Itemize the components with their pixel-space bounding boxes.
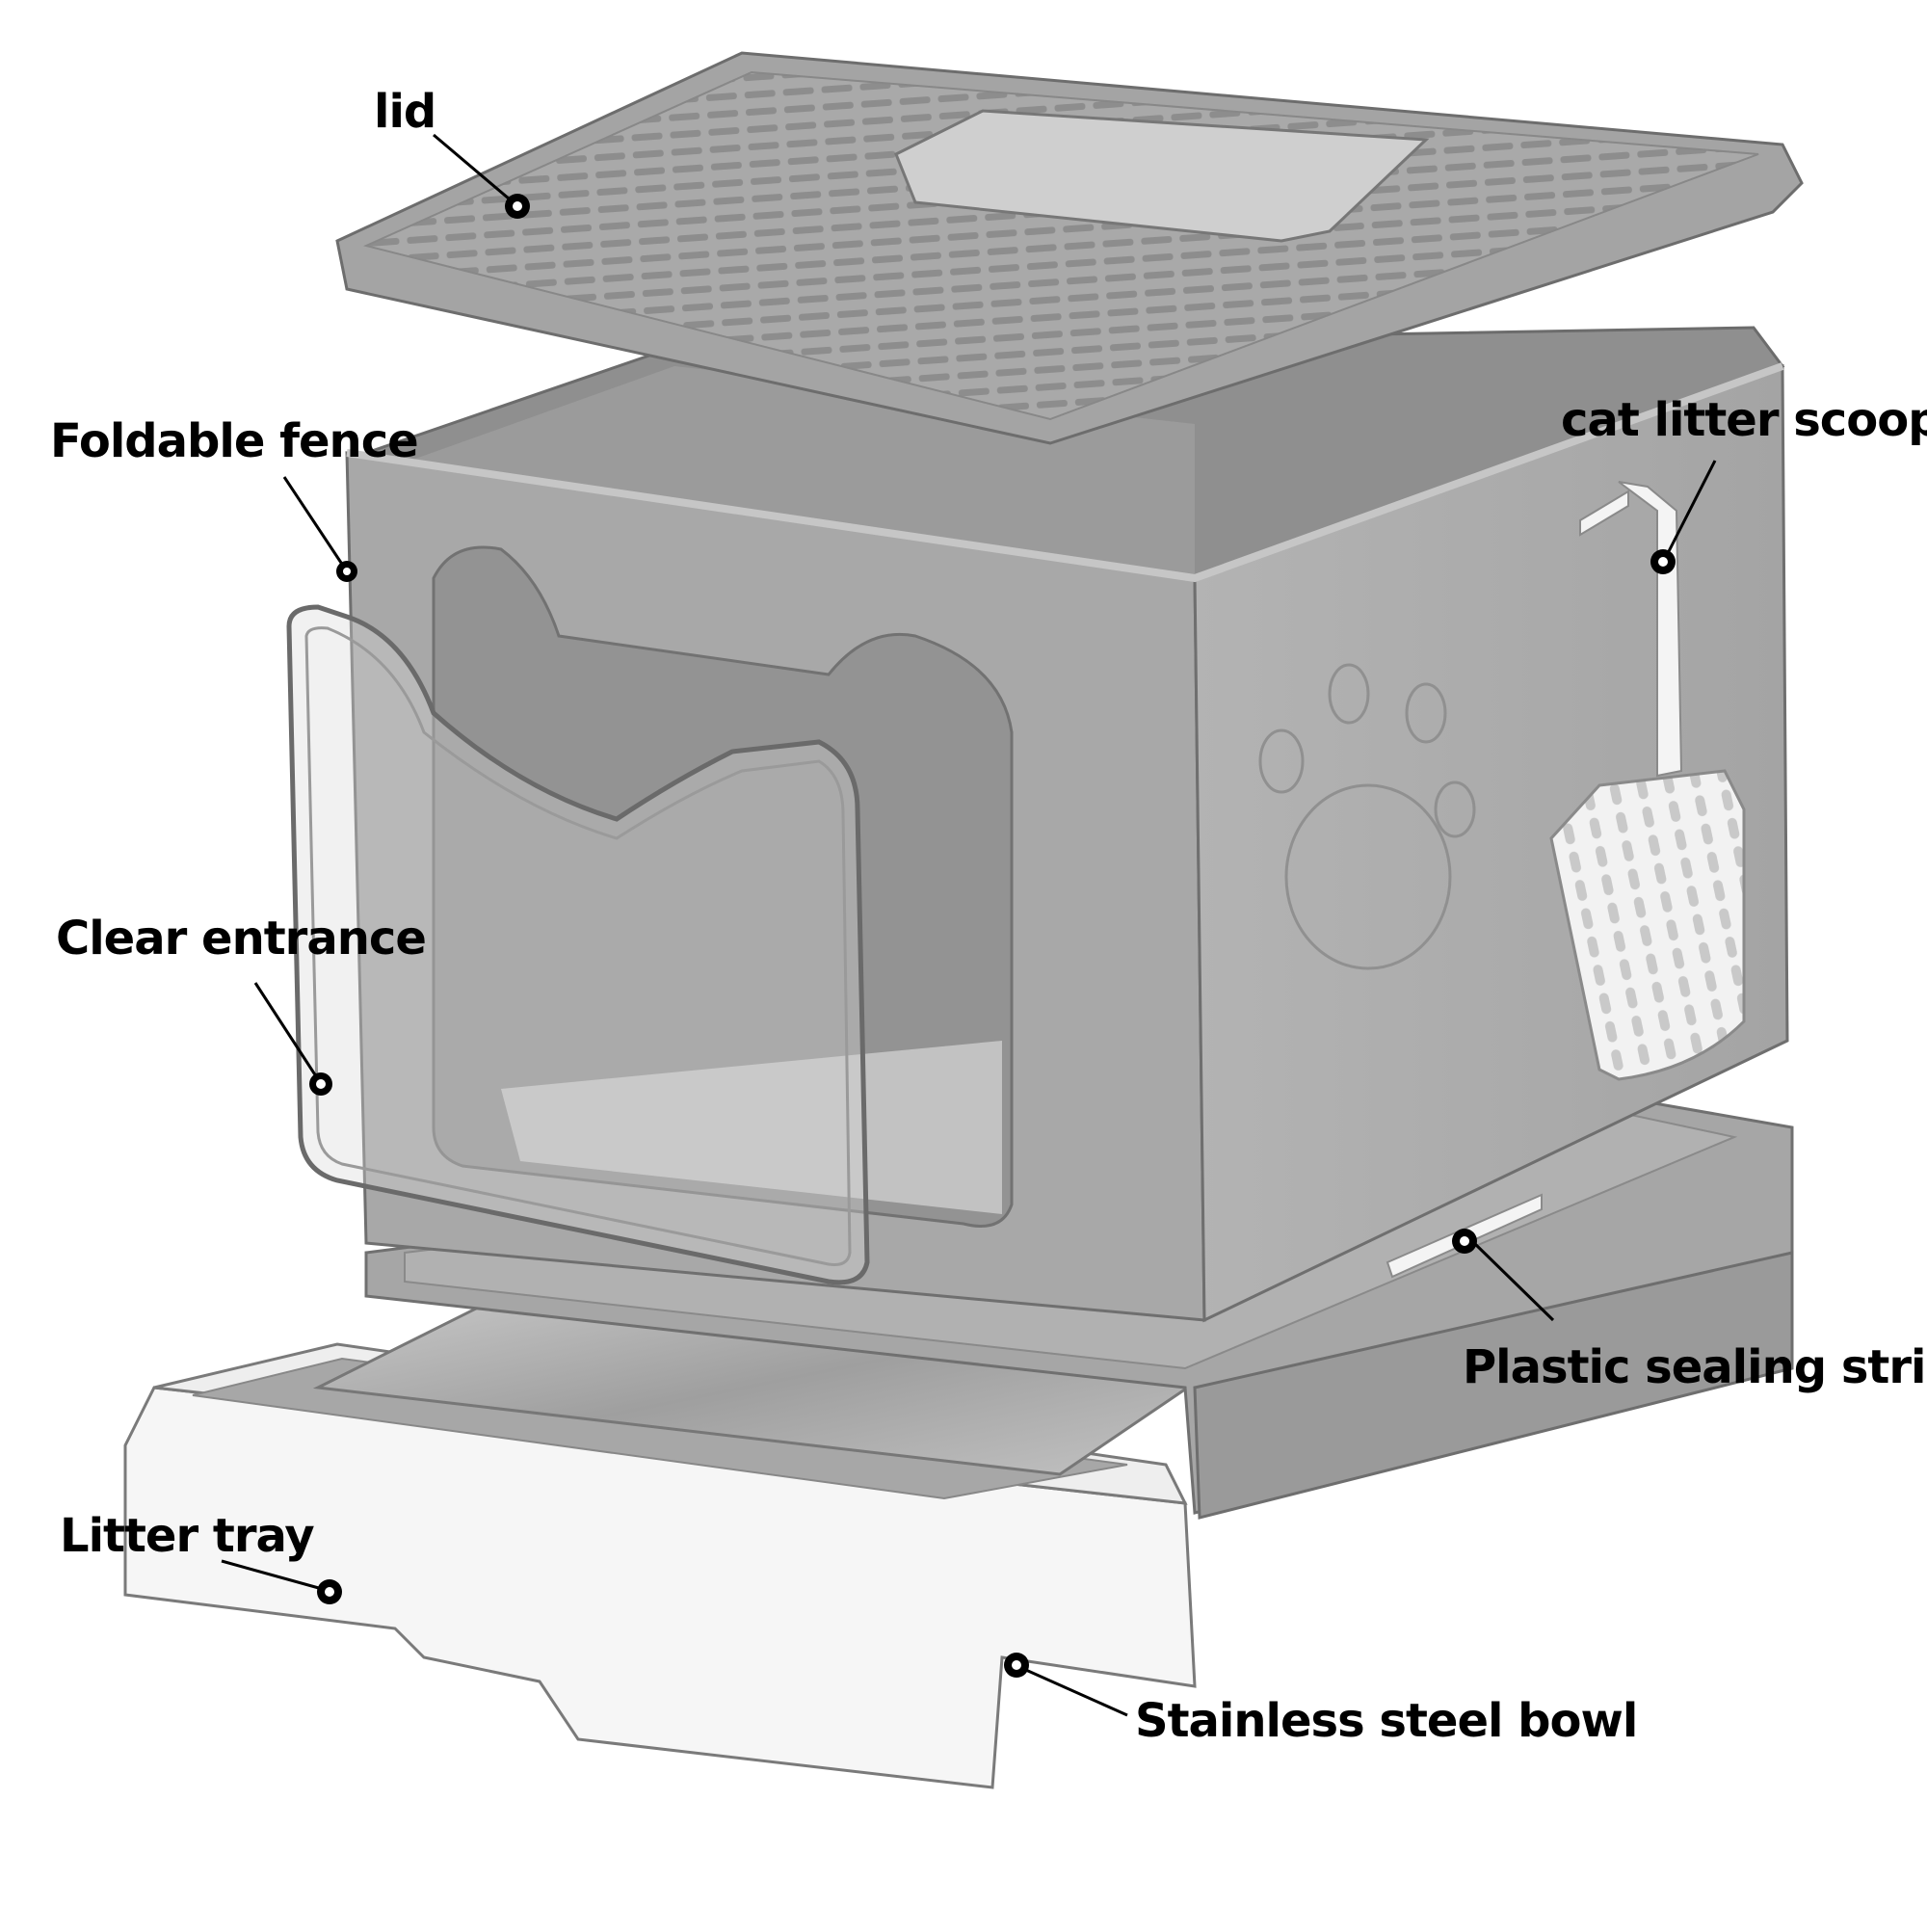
- lid-part: [335, 51, 1804, 445]
- label-clear-entrance: Clear entrance: [56, 912, 427, 966]
- label-lid: lid: [374, 85, 436, 139]
- label-litter-tray: Litter tray: [60, 1509, 315, 1563]
- callout-lines: [221, 133, 1717, 1717]
- clear-entrance-part: [286, 604, 870, 1285]
- paw-print-decoration: [1258, 663, 1476, 970]
- label-foldable-fence: Foldable fence: [50, 414, 419, 468]
- label-cat-litter-scoop: cat litter scoop: [1561, 393, 1927, 447]
- foldable-fence-part: [345, 326, 1789, 1323]
- label-stainless-steel-bowl: Stainless steel bowl: [1135, 1694, 1638, 1748]
- label-plastic-sealing-strip: Plastic sealing strip: [1463, 1340, 1927, 1394]
